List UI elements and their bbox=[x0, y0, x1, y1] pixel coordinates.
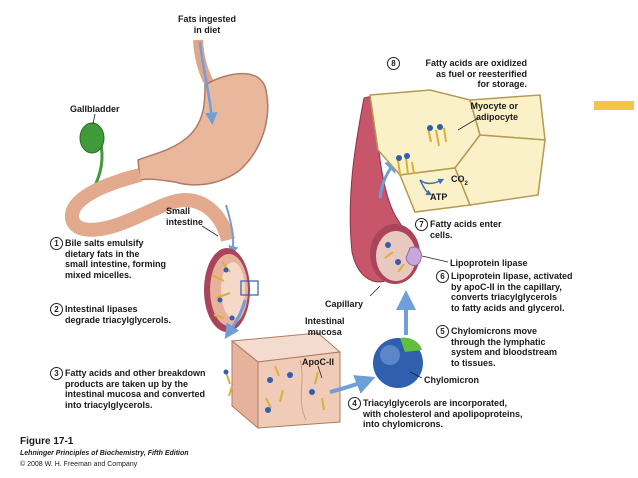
small-intestine-shape bbox=[65, 168, 235, 242]
atp-arrow bbox=[419, 179, 433, 196]
label-fats-ingested: Fats ingested in diet bbox=[177, 14, 236, 35]
step-7-number: 7 bbox=[415, 218, 428, 231]
pointer-chylomicron bbox=[409, 371, 423, 379]
step-4-number: 4 bbox=[348, 397, 361, 410]
zoom-box bbox=[240, 280, 259, 296]
label-intestinal-mucosa: Intestinal mucosa bbox=[305, 316, 345, 337]
co2-arrow bbox=[419, 178, 445, 185]
label-atp: ATP bbox=[430, 192, 448, 202]
label-capillary: Capillary bbox=[325, 299, 364, 309]
step-3-number: 3 bbox=[50, 367, 63, 380]
pointer-apoc2 bbox=[317, 365, 323, 379]
highlight-mark bbox=[594, 101, 634, 110]
label-gallbladder: Gallbladder bbox=[70, 104, 120, 114]
intestine-flow-arrow bbox=[225, 204, 239, 256]
step-2: 2 Intestinal lipases degrade triacylglyc… bbox=[50, 303, 210, 325]
step-8-text: Fatty acids are oxidized as fuel or rees… bbox=[425, 58, 527, 89]
label-chylomicron: Chylomicron bbox=[424, 375, 480, 385]
step-3: 3 Fatty acids and other breakdown produc… bbox=[50, 367, 230, 410]
label-small-intestine: Small intestine bbox=[166, 206, 204, 227]
gallbladder-shape bbox=[79, 122, 105, 154]
step-1-text: Bile salts emulsify dietary fats in the … bbox=[65, 238, 167, 280]
mucosa-to-chylomicron-arrow bbox=[329, 375, 376, 394]
step-3-text: Fatty acids and other breakdown products… bbox=[65, 368, 206, 410]
step-2-text: Intestinal lipases degrade triacylglycer… bbox=[65, 304, 172, 325]
step-2-number: 2 bbox=[50, 303, 63, 316]
step-5: 5 Chylomicrons move through the lymphati… bbox=[436, 325, 576, 368]
ingestion-arrow bbox=[198, 41, 218, 125]
step-6-number: 6 bbox=[436, 270, 449, 283]
intestinal-mucosa-block bbox=[223, 332, 342, 430]
adipocyte-cells bbox=[369, 89, 546, 213]
step-7: 7 Fatty acids enter cells. bbox=[415, 218, 535, 240]
step-1: 1 Bile salts emulsify dietary fats in th… bbox=[50, 237, 180, 280]
label-co2: CO2 bbox=[451, 174, 468, 187]
intestine-cross-section bbox=[204, 248, 250, 332]
step-4-text: Triacylglycerols are incorporated, with … bbox=[363, 398, 523, 429]
zoom-arrow bbox=[224, 299, 247, 339]
step-5-number: 5 bbox=[436, 325, 449, 338]
label-lipoprotein-lipase: Lipoprotein lipase bbox=[450, 258, 528, 268]
figure-book-title: Lehninger Principles of Biochemistry, Fi… bbox=[20, 450, 189, 457]
stomach-shape bbox=[137, 72, 269, 186]
label-myocyte-adipocyte: Myocyte or adipocyte bbox=[470, 101, 518, 122]
step-4: 4 Triacylglycerols are incorporated, wit… bbox=[348, 397, 548, 430]
step-6-text: Lipoprotein lipase, activated by apoC-II… bbox=[451, 271, 573, 313]
figure-title: Figure 17-1 bbox=[20, 436, 74, 447]
step-6: 6 Lipoprotein lipase, activated by apoC-… bbox=[436, 270, 606, 313]
figure-copyright: © 2008 W. H. Freeman and Company bbox=[20, 461, 138, 468]
lipoprotein-lipase-shape bbox=[405, 246, 422, 266]
step-5-text: Chylomicrons move through the lymphatic … bbox=[451, 326, 558, 368]
pointer-myocyte bbox=[457, 117, 479, 131]
pointer-gallbladder bbox=[92, 113, 96, 125]
chylomicron-sphere bbox=[373, 337, 423, 388]
pointer-lipoprotein-lipase bbox=[421, 255, 449, 263]
step-8: 8 Fatty acids are oxidized as fuel or re… bbox=[387, 57, 527, 90]
pointer-capillary bbox=[369, 285, 381, 297]
step-7-text: Fatty acids enter cells. bbox=[430, 219, 502, 240]
label-apoc2: ApoC-II bbox=[302, 357, 334, 367]
step-1-number: 1 bbox=[50, 237, 63, 250]
pointer-small-intestine bbox=[201, 225, 219, 237]
step-8-number: 8 bbox=[387, 57, 400, 70]
